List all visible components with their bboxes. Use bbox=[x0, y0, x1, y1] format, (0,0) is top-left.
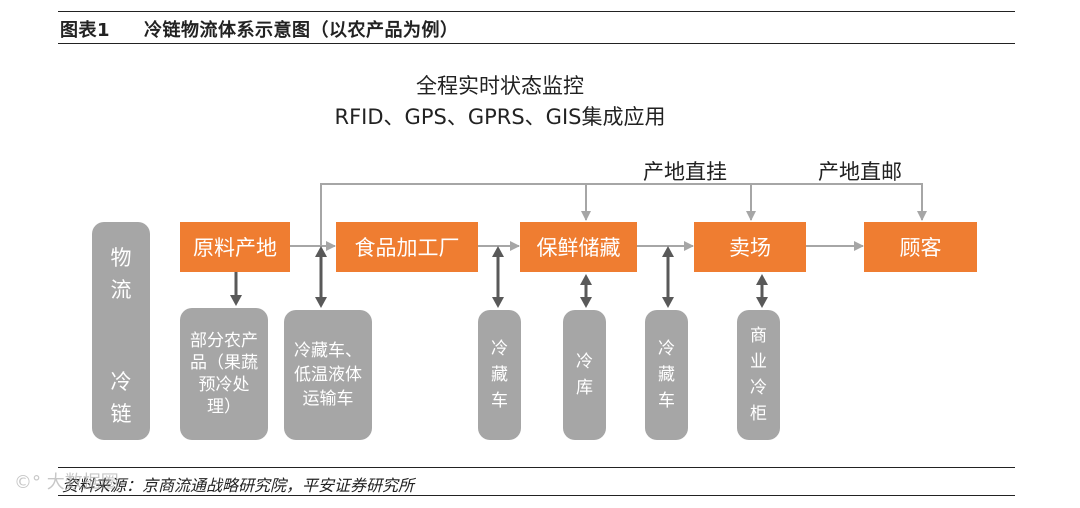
facility-transport: 冷藏车、低温液体运输车 bbox=[284, 310, 372, 440]
watermark-logo: ©° 大数据圈 bbox=[14, 468, 119, 494]
facility-reefer-truck-1-text: 冷藏车 bbox=[491, 339, 508, 411]
side-char-1: 物 bbox=[110, 246, 132, 270]
facility-commercial-freezer-text: 商业冷柜 bbox=[750, 326, 767, 424]
monitor-tech: RFID、GPS、GPRS、GIS集成应用 bbox=[334, 105, 666, 129]
side-char-4: 链 bbox=[110, 402, 132, 426]
footer-top-rule bbox=[58, 467, 1015, 468]
facility-pre-cooling: 部分农产品（果蔬预冷处理） bbox=[180, 308, 268, 440]
facility-pre-cooling-text: 部分农产品（果蔬预冷处理） bbox=[190, 331, 258, 417]
logistics-cold-chain-box: 物 流 冷 链 bbox=[92, 222, 150, 440]
header-top-rule bbox=[58, 11, 1015, 12]
connector-storage bbox=[580, 274, 592, 308]
facility-reefer-truck-1: 冷藏车 bbox=[478, 310, 521, 440]
stage-fresh-storage: 保鲜储藏 bbox=[520, 222, 637, 272]
side-char-3: 冷 bbox=[110, 370, 132, 394]
connector-transport bbox=[315, 246, 327, 308]
watermark-text: 大数据圈 bbox=[46, 472, 119, 493]
bypass-route-line bbox=[320, 183, 927, 246]
stage-food-factory: 食品加工厂 bbox=[336, 222, 478, 272]
header-bottom-rule bbox=[58, 43, 1015, 44]
figure-title-text: 冷链物流体系示意图（以农产品为例） bbox=[144, 20, 459, 41]
stage-market: 卖场 bbox=[694, 222, 806, 272]
facility-cold-storage: 冷库 bbox=[563, 310, 606, 440]
facility-cold-storage-text: 冷库 bbox=[576, 352, 593, 398]
connector-reefer-1 bbox=[492, 246, 504, 308]
figure-title: 图表1 冷链物流体系示意图（以农产品为例） bbox=[60, 16, 459, 42]
facility-reefer-truck-2: 冷藏车 bbox=[645, 310, 688, 440]
route-direct-mount: 产地直挂 bbox=[643, 160, 727, 184]
figure-label: 图表1 bbox=[60, 20, 111, 41]
watermark-icon: ©° bbox=[14, 472, 41, 493]
stage-customer: 顾客 bbox=[864, 222, 977, 272]
connector-reefer-2 bbox=[662, 246, 674, 308]
facility-reefer-truck-2-text: 冷藏车 bbox=[658, 339, 675, 411]
side-char-2: 流 bbox=[110, 278, 132, 302]
connector-market bbox=[756, 274, 768, 308]
facility-transport-text: 冷藏车、低温液体运输车 bbox=[294, 341, 362, 409]
source-note: 资料来源：京商流通战略研究院，平安证券研究所 bbox=[62, 476, 415, 495]
route-direct-mail: 产地直邮 bbox=[818, 160, 902, 184]
monitor-title: 全程实时状态监控 bbox=[416, 74, 584, 98]
stage-raw-origin: 原料产地 bbox=[180, 222, 290, 272]
footer-bottom-rule bbox=[58, 495, 1015, 496]
facility-commercial-freezer: 商业冷柜 bbox=[737, 310, 780, 440]
